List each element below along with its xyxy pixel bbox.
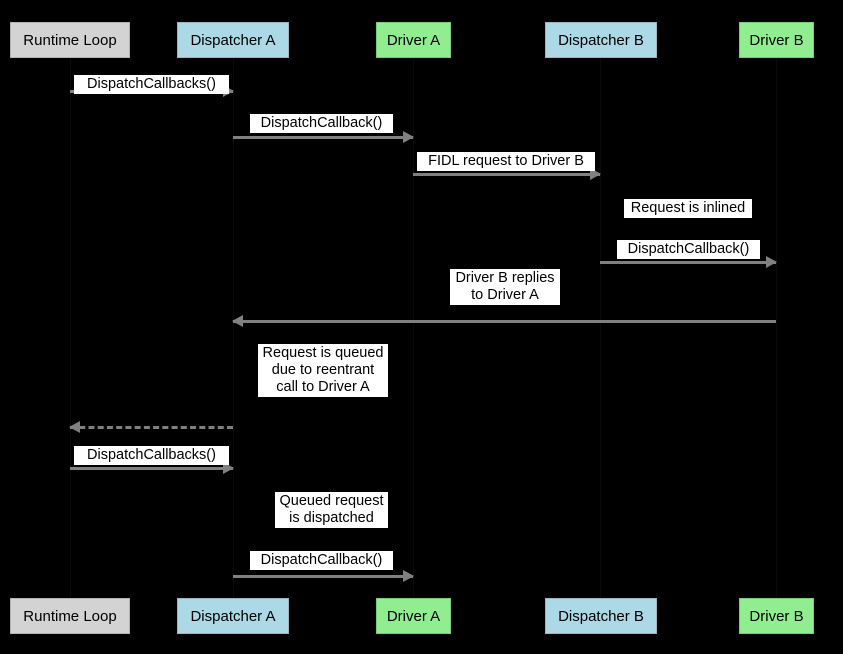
arrow-head-icon (403, 131, 414, 143)
message-arrow-msg-driver-b-reply (232, 315, 776, 327)
arrow-head-icon (232, 315, 243, 327)
participant-box-driver-a[interactable]: Driver A (376, 598, 451, 634)
arrow-head-icon (403, 570, 414, 582)
participant-box-driver-b[interactable]: Driver B (739, 598, 814, 634)
lifeline-runtime-loop (70, 58, 71, 598)
message-arrow-msg-dispatch-callback-3 (233, 570, 414, 582)
message-arrow-msg-dispatch-callbacks-2 (70, 462, 234, 474)
arrow-head-icon (69, 421, 80, 433)
participant-box-dispatcher-b[interactable]: Dispatcher B (545, 22, 657, 58)
message-label-msg-dispatch-callback-3: DispatchCallback() (250, 551, 393, 570)
arrow-line (600, 261, 776, 264)
lifeline-driver-a (413, 58, 414, 598)
lifeline-driver-b (776, 58, 777, 598)
arrow-line (233, 320, 776, 323)
arrow-line (233, 136, 413, 139)
arrow-head-icon (590, 168, 601, 180)
message-label-msg-dispatch-callbacks-1: DispatchCallbacks() (74, 75, 229, 94)
message-arrow-msg-fidl-request (413, 168, 601, 180)
participant-box-dispatcher-a[interactable]: Dispatcher A (177, 22, 289, 58)
arrow-line (413, 173, 600, 176)
message-arrow-msg-dispatch-callback-1 (233, 131, 414, 143)
arrow-line (70, 467, 233, 470)
note-request-queued: Request is queued due to reentrant call … (258, 344, 388, 397)
arrow-head-icon (223, 462, 234, 474)
participant-box-runtime-loop[interactable]: Runtime Loop (10, 22, 130, 58)
participant-box-driver-b[interactable]: Driver B (739, 22, 814, 58)
participant-box-dispatcher-a[interactable]: Dispatcher A (177, 598, 289, 634)
participant-box-driver-a[interactable]: Driver A (376, 22, 451, 58)
participant-box-runtime-loop[interactable]: Runtime Loop (10, 598, 130, 634)
lifeline-dispatcher-a (233, 58, 234, 598)
arrow-line (233, 575, 413, 578)
message-label-msg-fidl-request: FIDL request to Driver B (417, 152, 595, 171)
participant-box-dispatcher-b[interactable]: Dispatcher B (545, 598, 657, 634)
lifeline-dispatcher-b (600, 58, 601, 598)
note-request-inlined: Request is inlined (624, 199, 752, 218)
arrow-line (70, 426, 233, 429)
message-label-msg-dispatch-callback-2: DispatchCallback() (617, 240, 760, 259)
message-label-msg-dispatch-callback-1: DispatchCallback() (250, 114, 393, 133)
note-driver-b-replies: Driver B replies to Driver A (450, 269, 560, 305)
note-queued-dispatched: Queued request is dispatched (275, 492, 388, 528)
message-label-msg-dispatch-callbacks-2: DispatchCallbacks() (74, 446, 229, 465)
message-arrow-msg-return-to-runtime-loop (69, 421, 233, 433)
message-arrow-msg-dispatch-callback-2 (600, 256, 777, 268)
arrow-head-icon (766, 256, 777, 268)
